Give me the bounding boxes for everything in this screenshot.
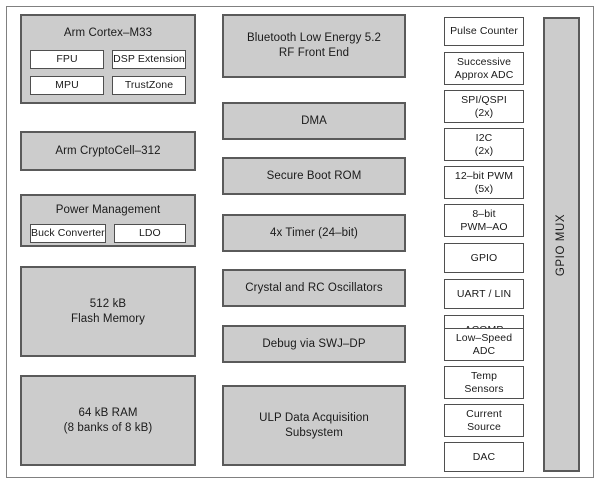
- peripheral-current-source-line-1: Current: [466, 407, 502, 420]
- peripheral-12bit-pwm: 12–bit PWM (5x): [444, 166, 524, 199]
- peripheral-dac: DAC: [444, 442, 524, 472]
- peripheral-successive-approx-adc-line-2: Approx ADC: [454, 68, 514, 81]
- peripheral-i2c-line-1: I2C: [475, 131, 493, 144]
- peripheral-uart-lin-label: UART / LIN: [456, 287, 512, 300]
- peripheral-spi-qspi: SPI/QSPI (2x): [444, 90, 524, 123]
- subblock-mpu: MPU: [30, 76, 104, 95]
- block-dma-label: DMA: [301, 114, 327, 127]
- peripheral-pulse-counter-label: Pulse Counter: [450, 25, 518, 37]
- block-flash-memory-size: 512 kB: [89, 297, 127, 310]
- block-power-management: Power Management Buck Converter LDO: [20, 194, 196, 247]
- peripheral-current-source-line-2: Source: [467, 420, 501, 433]
- peripheral-12bit-pwm-line-2: (5x): [474, 182, 494, 195]
- peripheral-8bit-pwm-ao-line-2: PWM–AO: [460, 220, 508, 233]
- block-ble-line-2: RF Front End: [278, 47, 350, 59]
- subblock-dsp-extension: DSP Extension: [112, 50, 186, 69]
- block-debug-label: Debug via SWJ–DP: [262, 337, 366, 350]
- block-ble-line-1: Bluetooth Low Energy 5.2: [246, 32, 382, 44]
- block-debug-swj-dp: Debug via SWJ–DP: [222, 325, 406, 363]
- peripheral-8bit-pwm-ao-line-1: 8–bit: [472, 207, 496, 220]
- subblock-trustzone: TrustZone: [112, 76, 186, 95]
- subblock-fpu: FPU: [30, 50, 104, 69]
- peripheral-temp-sensors: Temp Sensors: [444, 366, 524, 399]
- block-arm-cryptocell-312-label: Arm CryptoCell–312: [55, 144, 161, 157]
- block-bluetooth-low-energy-rf-front-end: Bluetooth Low Energy 5.2 RF Front End: [222, 14, 406, 78]
- block-flash-memory: 512 kB Flash Memory: [20, 266, 196, 357]
- block-power-management-title: Power Management: [55, 204, 161, 216]
- block-secure-boot-rom-label: Secure Boot ROM: [266, 169, 362, 182]
- block-crystal-and-rc-oscillators: Crystal and RC Oscillators: [222, 269, 406, 307]
- peripheral-low-speed-adc-line-1: Low–Speed: [455, 331, 513, 344]
- peripheral-current-source: Current Source: [444, 404, 524, 437]
- peripheral-low-speed-adc-line-2: ADC: [472, 344, 496, 357]
- peripheral-low-speed-adc: Low–Speed ADC: [444, 328, 524, 361]
- block-dma: DMA: [222, 102, 406, 140]
- block-ulp-line-1: ULP Data Acquisition: [259, 411, 369, 424]
- block-secure-boot-rom: Secure Boot ROM: [222, 157, 406, 195]
- subblock-buck-converter: Buck Converter: [30, 224, 106, 243]
- peripheral-temp-sensors-line-2: Sensors: [464, 382, 504, 395]
- block-arm-cortex-m33: Arm Cortex–M33 FPU DSP Extension MPU Tru…: [20, 14, 196, 104]
- block-oscillators-label: Crystal and RC Oscillators: [245, 281, 383, 294]
- peripheral-successive-approx-adc-line-1: Successive: [456, 55, 512, 68]
- block-ram-size: 64 kB RAM: [78, 406, 138, 419]
- block-flash-memory-label: Flash Memory: [70, 312, 146, 325]
- peripheral-i2c: I2C (2x): [444, 128, 524, 161]
- peripheral-spi-qspi-line-2: (2x): [474, 106, 494, 119]
- block-gpio-mux-label: GPIO MUX: [555, 213, 568, 276]
- block-ulp-data-acquisition-subsystem: ULP Data Acquisition Subsystem: [222, 385, 406, 466]
- block-ram: 64 kB RAM (8 banks of 8 kB): [20, 375, 196, 466]
- peripheral-8bit-pwm-ao: 8–bit PWM–AO: [444, 204, 524, 237]
- peripheral-temp-sensors-line-1: Temp: [470, 369, 498, 382]
- subblock-ldo: LDO: [113, 224, 186, 243]
- block-arm-cryptocell-312: Arm CryptoCell–312: [20, 131, 196, 171]
- block-gpio-mux: GPIO MUX: [543, 17, 580, 472]
- peripheral-gpio-label: GPIO: [470, 251, 498, 264]
- cpu-subblock-row-2: MPU TrustZone: [30, 76, 186, 95]
- peripheral-spi-qspi-line-1: SPI/QSPI: [461, 93, 507, 106]
- peripheral-dac-label: DAC: [472, 450, 496, 463]
- cpu-subblock-row-1: FPU DSP Extension: [30, 50, 186, 69]
- block-timer-label: 4x Timer (24–bit): [270, 226, 358, 239]
- block-arm-cortex-m33-title: Arm Cortex–M33: [63, 27, 153, 39]
- block-timer: 4x Timer (24–bit): [222, 214, 406, 252]
- block-ram-banks: (8 banks of 8 kB): [63, 421, 153, 434]
- power-subblock-row: Buck Converter LDO: [30, 224, 186, 243]
- block-ulp-line-2: Subsystem: [285, 426, 343, 439]
- peripheral-pulse-counter: Pulse Counter: [444, 17, 524, 46]
- peripheral-12bit-pwm-line-1: 12–bit PWM: [454, 169, 514, 182]
- peripheral-uart-lin: UART / LIN: [444, 279, 524, 309]
- peripheral-successive-approx-adc: Successive Approx ADC: [444, 52, 524, 85]
- peripheral-gpio: GPIO: [444, 243, 524, 273]
- peripheral-i2c-line-2: (2x): [474, 144, 494, 157]
